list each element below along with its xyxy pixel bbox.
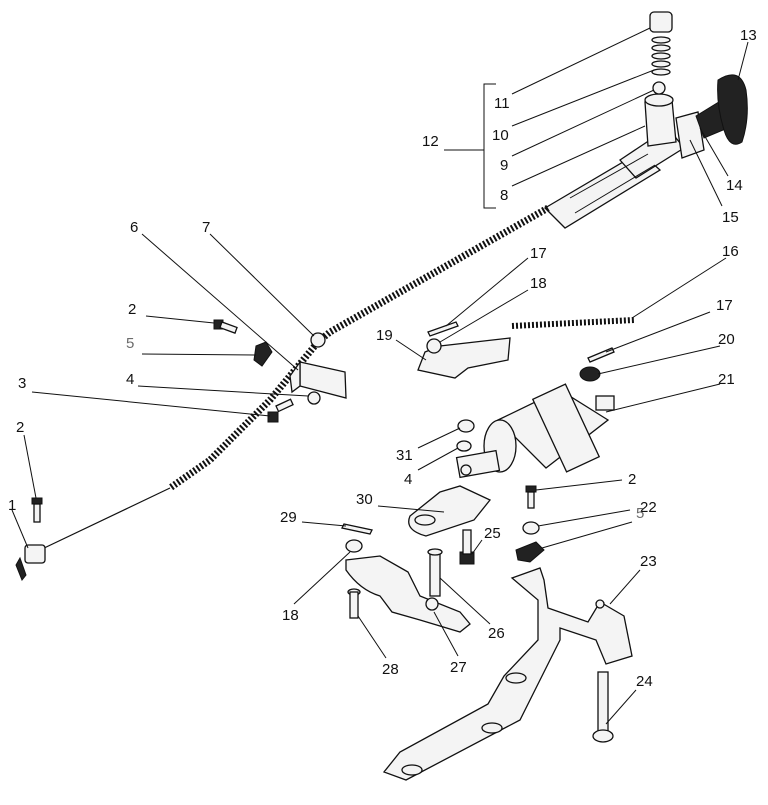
callout-4-upper: 4 [126, 371, 134, 388]
bolt-2-right [525, 485, 537, 509]
nut-4-upper [307, 391, 321, 405]
callout-28: 28 [382, 661, 399, 678]
callout-17-right: 17 [716, 297, 733, 314]
callout-15: 15 [722, 209, 739, 226]
spring-16 [511, 317, 635, 329]
clip-5-lower [515, 541, 545, 563]
bracket-23 [382, 567, 633, 781]
callout-25: 25 [484, 525, 501, 542]
callout-31: 31 [396, 447, 413, 464]
nut-15 [675, 111, 705, 159]
boss-8 [644, 99, 677, 147]
bolt-25 [459, 529, 475, 565]
handle-assembly [543, 11, 748, 229]
slot-2 [481, 722, 503, 734]
callout-4-lower: 4 [404, 471, 412, 488]
callout-13: 13 [740, 27, 757, 44]
stud-26 [427, 548, 443, 597]
callout-10: 10 [492, 127, 509, 144]
ball-10 [652, 81, 666, 95]
washer-4-lower [456, 440, 472, 452]
clip-5-upper [253, 341, 273, 367]
callout-18-upper: 18 [530, 275, 547, 292]
callout-3: 3 [18, 375, 26, 392]
callout-7: 7 [202, 219, 210, 236]
bolt-3 [267, 398, 294, 423]
bracket-30 [408, 485, 492, 537]
callout-20: 20 [718, 331, 735, 348]
callout-19: 19 [376, 327, 393, 344]
bracket-6 [299, 361, 347, 399]
bolt-2-left [31, 497, 43, 523]
callout-22: 22 [640, 499, 657, 516]
callout-labels: 12 11 10 9 8 13 14 15 6 7 2 5 4 3 2 1 17… [8, 27, 757, 690]
cylinder-21 [455, 383, 615, 479]
callout-21: 21 [718, 371, 735, 388]
callout-23: 23 [640, 553, 657, 570]
spring-11 [651, 36, 671, 76]
callout-2-left: 2 [16, 419, 24, 436]
leader-lines [11, 27, 749, 725]
callout-14: 14 [726, 177, 743, 194]
washer-18-lower [345, 539, 363, 553]
callout-2-upper: 2 [128, 301, 136, 318]
plug-cap [649, 11, 673, 33]
callout-11: 11 [494, 95, 510, 112]
callout-8: 8 [500, 187, 508, 204]
pin-28 [347, 588, 361, 619]
ferrule-7 [310, 332, 326, 348]
slot-1 [505, 672, 527, 684]
callout-5-upper: 5 [126, 335, 134, 352]
callout-17-left: 17 [530, 245, 547, 262]
bolt-2-upper [213, 319, 238, 334]
callout-2-right: 2 [628, 471, 636, 488]
slot-3 [401, 764, 423, 776]
lever-27 [345, 555, 471, 633]
callout-5-lower: 5 [636, 505, 644, 522]
callout-1: 1 [8, 497, 16, 514]
callout-26: 26 [488, 625, 505, 642]
knob-13 [717, 74, 748, 145]
callout-30: 30 [356, 491, 373, 508]
callout-27: 27 [450, 659, 467, 676]
bolt-24 [592, 671, 614, 743]
callout-9: 9 [500, 157, 508, 174]
callout-18-lower: 18 [282, 607, 299, 624]
callout-24: 24 [636, 673, 653, 690]
washer-22 [522, 521, 540, 535]
callout-12: 12 [422, 133, 439, 150]
pin-29 [341, 523, 373, 535]
callout-6: 6 [130, 219, 138, 236]
callout-29: 29 [280, 509, 297, 526]
callout-16: 16 [722, 243, 739, 260]
clamp-1 [15, 544, 46, 581]
nut-31 [457, 419, 475, 433]
nut-20 [579, 366, 601, 382]
washer-18-upper [426, 338, 442, 354]
